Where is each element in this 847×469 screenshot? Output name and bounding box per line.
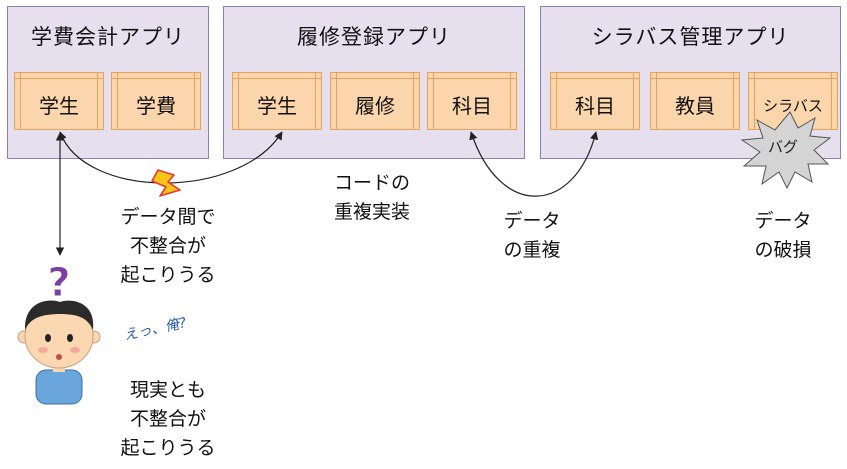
entity-label: 履修 (355, 94, 395, 118)
entity-student-fees: 学生 (14, 72, 104, 130)
entity-teacher: 教員 (650, 72, 740, 130)
question-mark-icon: ? (47, 260, 70, 306)
entity-label: 教員 (675, 94, 715, 118)
entity-label: 学費 (136, 94, 176, 118)
entity-label: 科目 (452, 94, 492, 118)
note-code-duplication: コードの 重複実装 (333, 172, 410, 223)
entity-label: 学生 (257, 94, 297, 118)
note-reality-inconsistency: 現実とも 不整合が 起こりうる (120, 379, 216, 459)
entity-label: シラバス (763, 97, 823, 115)
arrow-course-sync (469, 131, 599, 197)
app-title-fees: 学費会計アプリ (31, 25, 185, 49)
person-speech: えっ、俺? (123, 315, 189, 344)
app-title-syllabus: シラバス管理アプリ (591, 25, 790, 49)
entity-label: 学生 (39, 94, 79, 118)
lightning-icon (151, 169, 181, 197)
note-data-corruption: データ の破損 (754, 210, 812, 261)
entity-course-syllabus: 科目 (550, 72, 640, 130)
person-illustration (17, 300, 101, 405)
entity-fees: 学費 (111, 72, 201, 130)
entity-enrollment: 履修 (330, 72, 420, 130)
entity-course-registration: 科目 (427, 72, 517, 130)
note-data-duplication: データ の重複 (503, 210, 561, 261)
bug-burst-icon (740, 111, 832, 190)
note-inconsistency: データ間で 不整合が 起こりうる (120, 206, 216, 286)
bug-label: バグ (768, 138, 798, 156)
entity-student-registration: 学生 (232, 72, 322, 130)
entity-label: 科目 (575, 94, 615, 118)
app-title-registration: 履修登録アプリ (297, 25, 451, 49)
